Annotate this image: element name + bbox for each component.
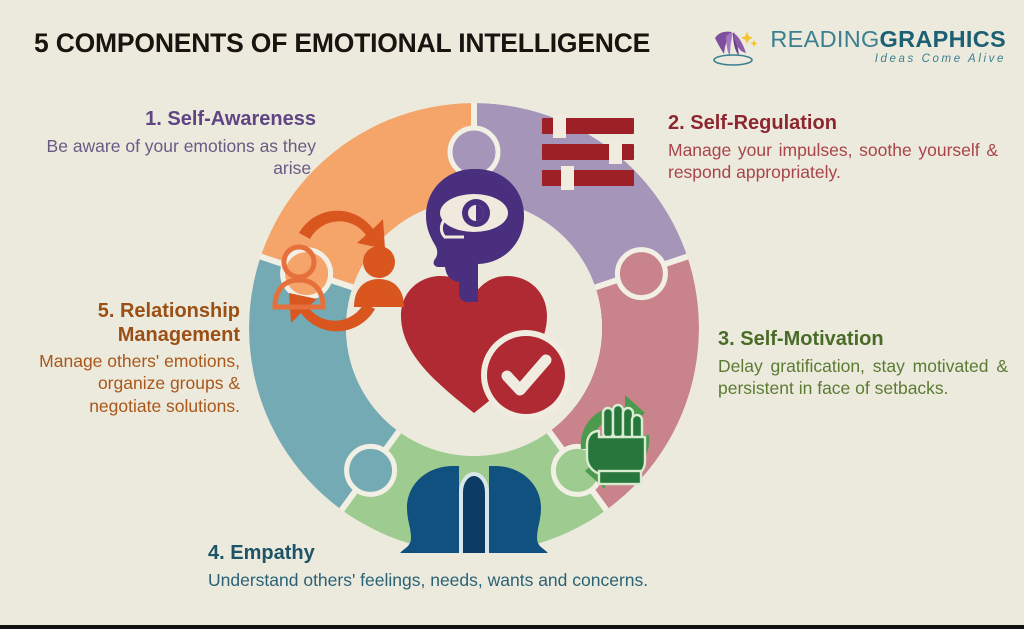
component-heading-3: 3. Self-Motivation xyxy=(718,328,884,350)
head-profile-with-eye-brain-icon xyxy=(426,169,524,302)
component-body-3: Delay gratification, stay motivated & pe… xyxy=(718,355,1008,398)
component-block-self-regulation: 2. Self-Regulation Manage your impulses,… xyxy=(668,112,998,183)
two-people-exchange-arrows-icon xyxy=(272,210,404,332)
component-heading-5-line1: 5. Relationship xyxy=(97,300,240,322)
component-heading-1: 1. Self-Awareness xyxy=(145,108,316,130)
component-body-5: Manage others' emotions, organize groups… xyxy=(39,351,240,416)
component-body-1: Be aware of your emotions as they arise. xyxy=(46,135,316,178)
open-book-with-stars-icon xyxy=(713,31,758,66)
component-heading-4: 4. Empathy xyxy=(208,542,315,564)
logo-word-graphics: GRAPHICS xyxy=(879,26,1006,53)
logo-brand-name: READINGGRAPHICS xyxy=(770,27,1006,51)
logo-word-reading: READING xyxy=(770,26,880,53)
component-body-2: Manage your impulses, soothe yourself & … xyxy=(668,139,998,182)
page-title: 5 COMPONENTS OF EMOTIONAL INTELLIGENCE xyxy=(34,28,651,58)
two-facing-head-profiles-icon xyxy=(400,466,548,553)
raised-fist-with-refresh-arrows-icon xyxy=(580,395,650,489)
logo-tagline: Ideas Come Alive xyxy=(874,52,1006,65)
heart-with-check-badge-icon xyxy=(401,276,571,420)
component-body-4: Understand others' feelings, needs, want… xyxy=(208,569,649,590)
slider-controls-icon xyxy=(542,114,634,190)
component-block-self-motivation: 3. Self-Motivation Delay gratification, … xyxy=(718,328,1008,399)
emotional-intelligence-wheel xyxy=(249,103,699,553)
component-heading-5-line2: Management xyxy=(117,323,240,346)
component-block-self-awareness: 1. Self-Awareness Be aware of your emoti… xyxy=(36,108,316,179)
component-block-empathy: 4. Empathy Understand others' feelings, … xyxy=(208,542,848,591)
logo-wordmark: READINGGRAPHICS Ideas Come Alive xyxy=(770,27,1006,65)
brand-logo: READINGGRAPHICS Ideas Come Alive xyxy=(709,22,1006,70)
component-heading-2: 2. Self-Regulation xyxy=(668,112,837,134)
